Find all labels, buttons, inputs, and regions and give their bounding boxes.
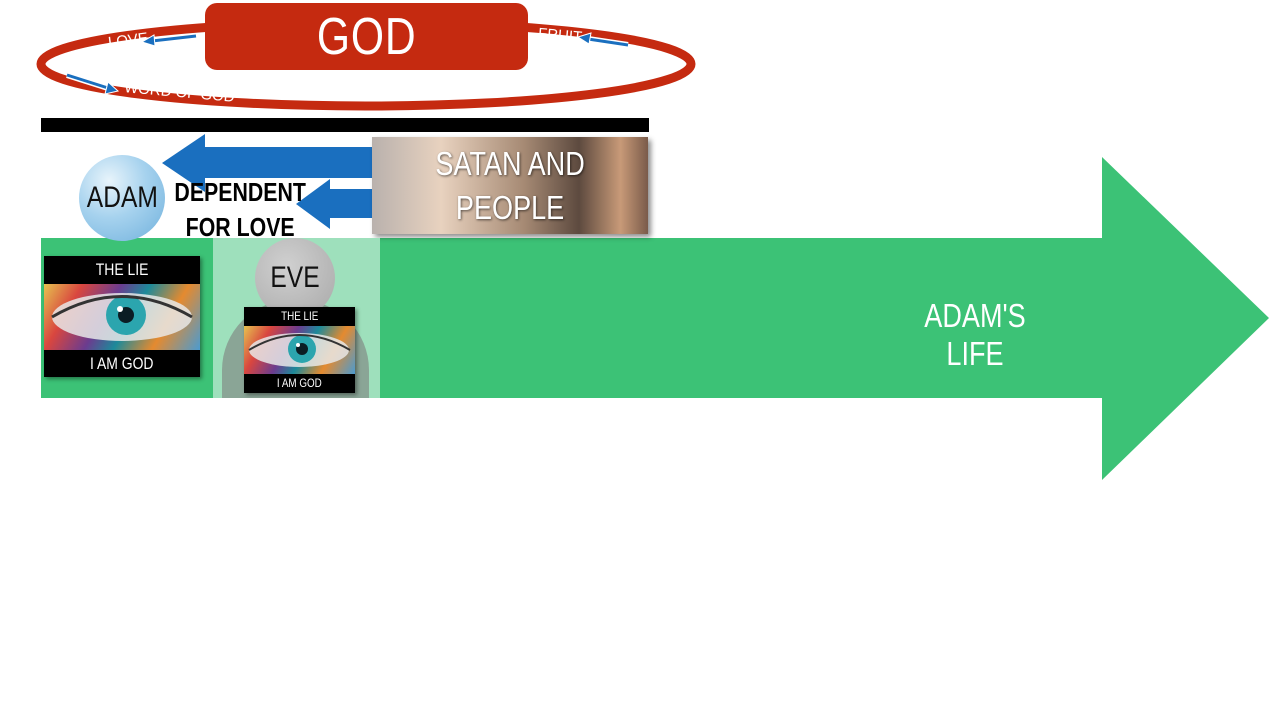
eve-label: EVE — [270, 261, 320, 294]
upper-blue-arrow-icon — [162, 134, 372, 192]
god-box: GOD — [205, 3, 528, 70]
adam-eye-image — [44, 284, 200, 350]
dependent-line1: DEPENDENT — [174, 177, 306, 207]
eve-lie-box: THE LIE I AM GOD — [244, 307, 355, 393]
ring-arrows — [66, 32, 629, 95]
eve-head: EVE — [255, 238, 335, 318]
adam-lie-top: THE LIE — [95, 260, 149, 279]
dependent-for-love-label: DEPENDENT FOR LOVE — [160, 175, 305, 245]
eve-eye-icon — [248, 333, 351, 367]
adam-head: ADAM — [79, 155, 165, 241]
satan-line1: SATAN AND — [435, 144, 585, 182]
adam-lie-box: THE LIE I AM GOD — [44, 256, 200, 377]
adam-label: ADAM — [86, 181, 158, 214]
satan-and-people-image: SATAN AND PEOPLE — [372, 137, 648, 234]
adams-life-label: ADAM'S LIFE — [924, 297, 1026, 372]
eye-icon — [51, 293, 193, 341]
eve-lie-bottom: I AM GOD — [277, 376, 322, 390]
dependent-line2: FOR LOVE — [185, 212, 295, 242]
eve-lie-top: THE LIE — [280, 309, 319, 323]
lower-blue-arrow-icon — [296, 179, 372, 229]
fruit-arrow-icon — [576, 32, 629, 48]
separator-bar — [41, 118, 649, 132]
adam-lie-bottom: I AM GOD — [90, 354, 154, 373]
eve-eye-image — [244, 326, 355, 374]
word-arrow-icon — [66, 72, 120, 95]
god-label: GOD — [316, 7, 417, 66]
life-arrow-shape — [41, 157, 1269, 480]
love-arrow-icon — [140, 33, 197, 47]
blue-arrows — [162, 134, 372, 229]
satan-line2: PEOPLE — [455, 188, 565, 226]
